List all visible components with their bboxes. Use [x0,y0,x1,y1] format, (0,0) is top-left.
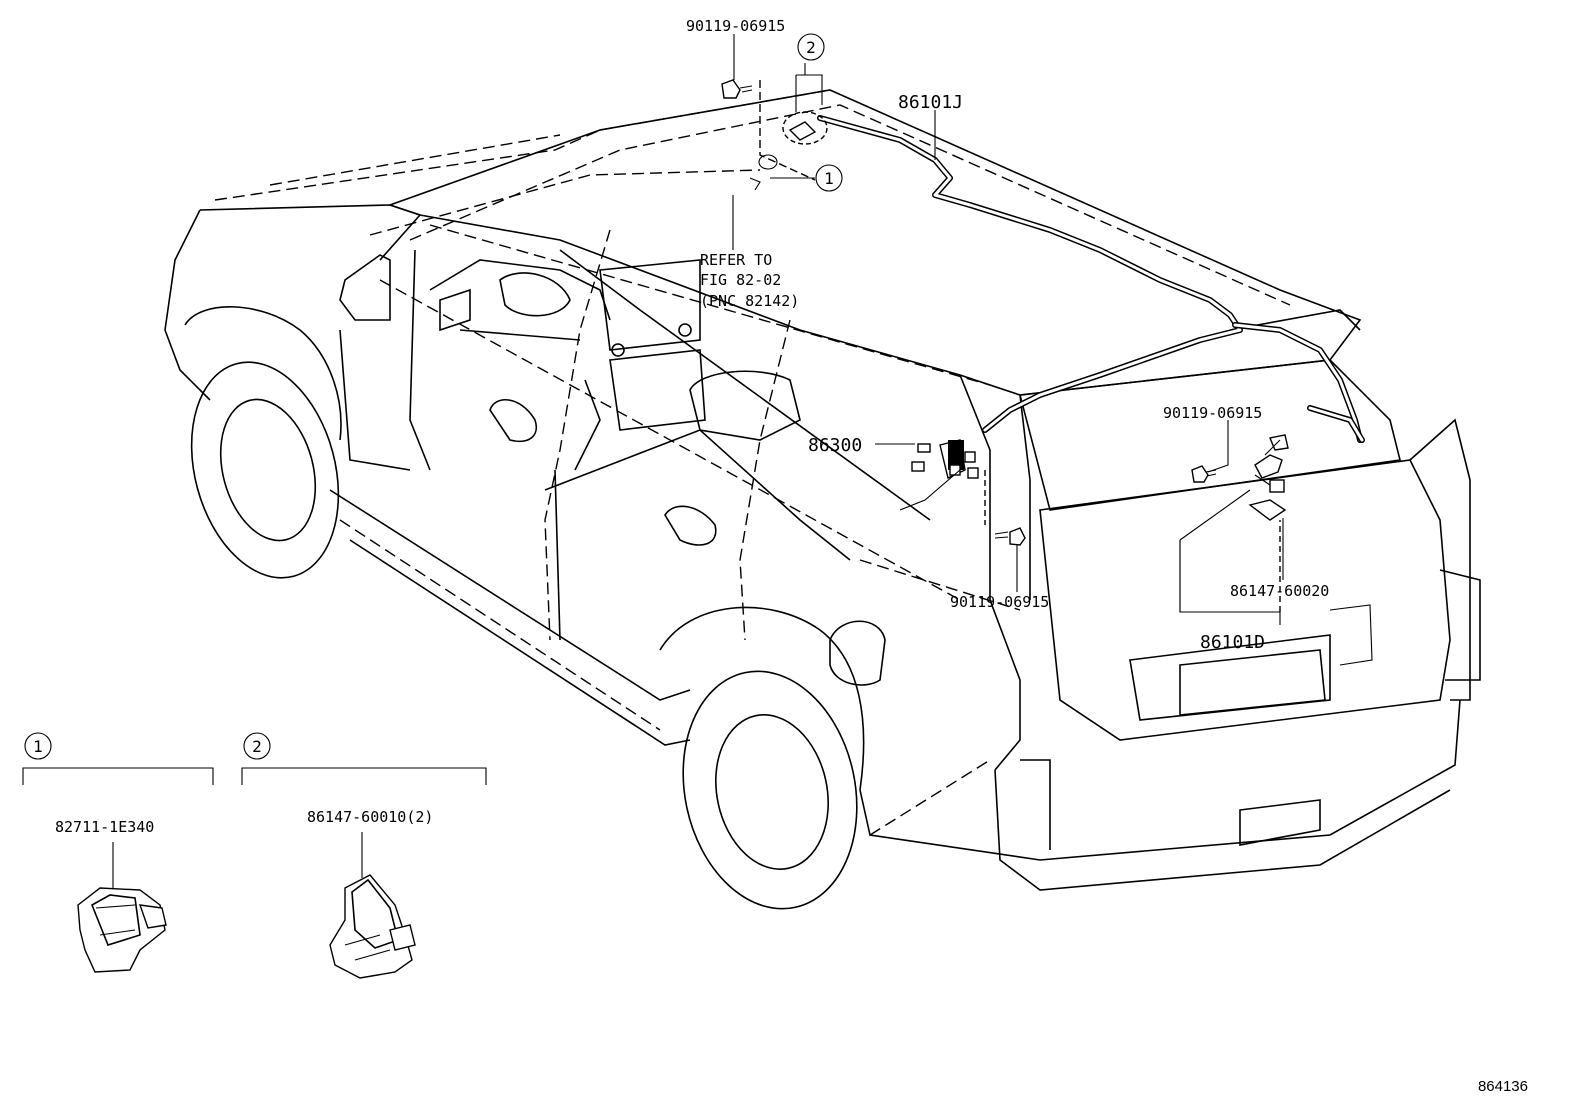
bolt-top [721,79,753,99]
detail-1-part-number: 82711-1E340 [55,818,154,836]
detail-2-part-number: 86147-60010(2) [307,808,433,826]
vehicle-outline [164,89,1481,910]
roof-clamp-area [749,80,828,191]
callout-86147-60020: 86147-60020 [1230,582,1329,600]
back-door-cord [1248,434,1289,521]
roof-antenna-cord [817,115,1365,443]
amplifier-part [899,439,979,511]
svg-text:2: 2 [806,38,816,57]
callout-bolt-lower: 90119-06915 [950,593,1049,611]
svg-text:1: 1 [824,169,834,188]
callout-86101D: 86101D [1200,632,1265,653]
callout-bolt-top: 90119-06915 [686,17,785,35]
svg-text:1: 1 [33,737,43,756]
bolt-right [1191,465,1217,483]
detail-2-part-drawing [329,874,416,979]
detail-2: 2 86147-60010(2) [241,732,487,979]
refer-line-1: REFER TO [700,251,772,269]
figure-code: 864136 [1478,1078,1528,1095]
detail-1: 1 82711-1E340 [22,732,214,973]
svg-text:2: 2 [252,737,262,756]
callout-bolt-right: 90119-06915 [1163,404,1262,422]
bolt-lower [994,527,1026,546]
callout-86300: 86300 [808,435,862,456]
detail-1-part-drawing [77,887,167,973]
callout-86101J: 86101J [898,92,963,113]
leader-lines [732,34,1284,625]
marker-1-main: 1 [815,164,843,192]
refer-line-3: (PNC 82142) [700,292,799,310]
refer-line-2: FIG 82-02 [700,271,781,289]
marker-2-top: 2 [797,33,825,61]
